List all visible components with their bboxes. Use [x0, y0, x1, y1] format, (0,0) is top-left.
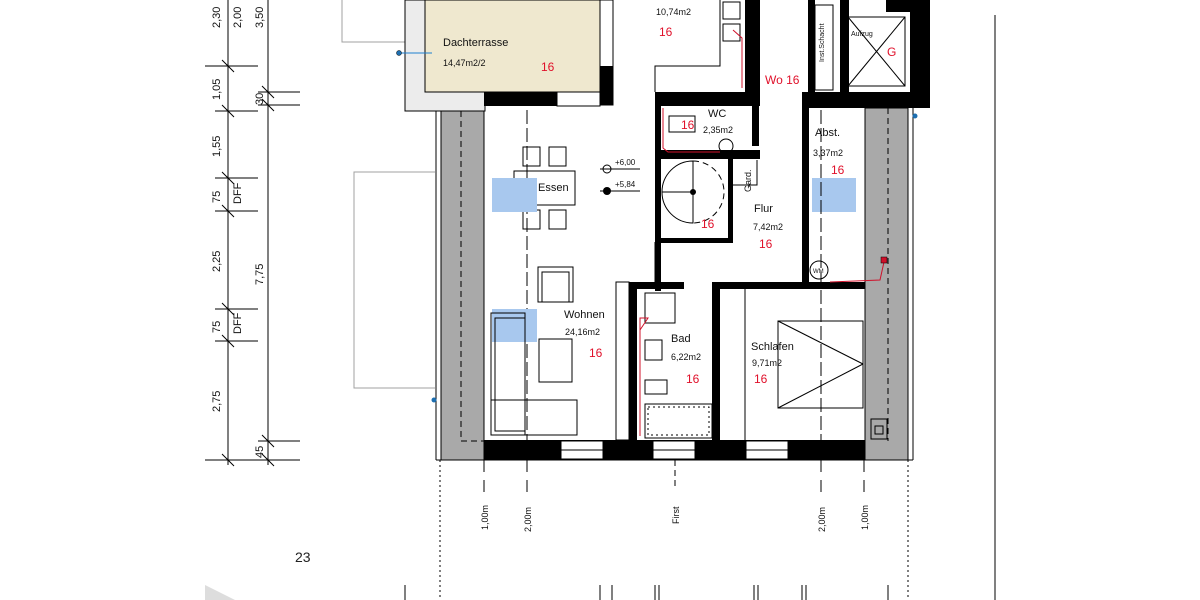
roof-slope-left	[440, 110, 485, 461]
room-bad: Bad 6,22m2 16	[615, 242, 802, 442]
room-area: 3,37m2	[813, 148, 843, 158]
dim-label: DFF	[232, 182, 244, 204]
dimension-chain-left: 2,30 1,05 1,55 75 2,25 75 2,75 2,00 DFF …	[205, 0, 300, 467]
room-dachterrasse: Dachterrasse 14,47m2/2 16	[396, 0, 614, 112]
exterior-wall-bottom	[436, 440, 913, 461]
spiral-staircase: 16	[655, 159, 733, 291]
dim-label: 2,30	[211, 7, 223, 28]
room-code: G	[887, 45, 896, 59]
room-name: Flur	[754, 203, 773, 215]
room-wohnen: Wohnen 24,16m2 16	[490, 266, 605, 436]
dim-label: 2,75	[211, 391, 223, 412]
dim-label: 3,50	[254, 7, 266, 28]
room-name: Wohnen	[564, 309, 605, 321]
room-code: 16	[686, 372, 700, 386]
room-code: 16	[759, 237, 773, 251]
dim-label: 75	[211, 321, 223, 333]
room-name: Schlafen	[751, 341, 794, 353]
shaft-label: Inst.Schacht	[819, 23, 826, 62]
room-code: 16	[701, 217, 715, 231]
room-area: 10,74m2	[656, 7, 691, 17]
room-name: WC	[708, 108, 726, 120]
room-name: Essen	[538, 182, 569, 194]
height-label: First	[671, 506, 681, 524]
room-area: 2,35m2	[703, 125, 733, 135]
dim-label: 1,05	[211, 79, 223, 100]
dim-label: 1,55	[211, 136, 223, 157]
room-code: 16	[831, 163, 845, 177]
room-essen: Essen	[492, 110, 822, 440]
room-area: 6,22m2	[671, 352, 701, 362]
dim-label: 75	[211, 191, 223, 203]
washer-label: WM	[813, 269, 824, 275]
room-area: 7,42m2	[753, 222, 783, 232]
dim-label: 2,00	[232, 7, 244, 28]
outline	[353, 171, 435, 389]
dim-label: 45	[254, 446, 266, 458]
roof-slope-right	[864, 107, 909, 461]
room-code: 16	[754, 372, 768, 386]
dim-label: 2,25	[211, 251, 223, 272]
height-label: 1,00m	[480, 505, 490, 530]
room-code: 16	[589, 346, 603, 360]
room-area: 24,16m2	[565, 327, 600, 337]
dim-label: 30	[254, 93, 266, 105]
outline	[341, 0, 405, 43]
dim-label: 7,75	[254, 264, 266, 285]
room-code: 16	[681, 118, 695, 132]
room-area: 14,47m2/2	[443, 58, 486, 68]
room-name: Dachterrasse	[443, 37, 508, 49]
elevator: Aufzug G	[847, 16, 906, 87]
room-name: Abst.	[815, 127, 840, 139]
height-label: 2,00m	[817, 507, 827, 532]
level-markers: +6,00 +5,84	[600, 158, 640, 195]
level-upper: +6,00	[615, 158, 636, 167]
wardrobe-label: Gard.	[743, 169, 753, 192]
room-code: 16	[659, 25, 673, 39]
room-wc: WC 2,35m2 16	[655, 108, 760, 159]
room-area: 9,71m2	[752, 358, 782, 368]
room-name: Bad	[671, 333, 691, 345]
room-code: 16	[541, 60, 555, 74]
height-label: 2,00m	[523, 507, 533, 532]
elevator-label: Aufzug	[851, 31, 873, 38]
room-abst: Abst. 3,37m2 16 WM	[809, 127, 888, 283]
height-label: 1,00m	[860, 505, 870, 530]
dim-label: DFF	[232, 312, 244, 334]
room-schlafen: Schlafen 9,71m2 16	[744, 289, 888, 440]
height-lines: 1,00m 2,00m First 2,00m 1,00m	[205, 460, 909, 600]
apartment-label: Wo 16	[765, 73, 800, 87]
page-number: 23	[295, 549, 311, 565]
level-lower: +5,84	[615, 180, 636, 189]
installation-shaft: Inst.Schacht	[814, 4, 834, 91]
